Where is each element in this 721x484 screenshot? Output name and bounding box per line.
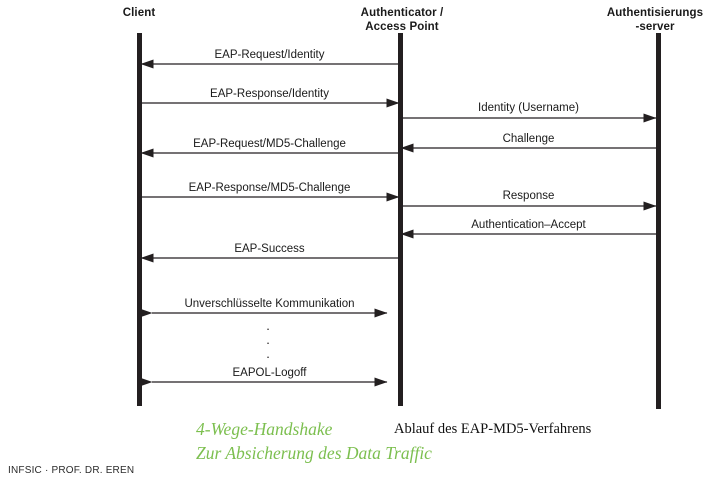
message-label-response: Response xyxy=(502,190,555,202)
message-label-eap-request-md5-challenge: EAP-Request/MD5-Challenge xyxy=(193,138,346,150)
ellipsis-dot: · xyxy=(265,349,271,364)
ellipsis-dots: · · · xyxy=(250,322,286,364)
message-label-identity-username: Identity (Username) xyxy=(478,102,579,114)
caption-handshake-line2: Zur Absicherung des Data Traffic xyxy=(196,443,432,463)
actor-header-client: Client xyxy=(122,7,156,19)
message-label-eap-request-identity: EAP-Request/Identity xyxy=(214,49,325,61)
actor-header-authenticator: Authenticator / Access Point xyxy=(360,7,444,33)
lifeline-authentication-server xyxy=(656,33,661,409)
message-label-unverschluesselte-kommunikation: Unverschlüsselte Kommunikation xyxy=(184,298,355,310)
footer-attribution: INFSIC · PROF. DR. EREN xyxy=(8,465,135,476)
message-label-eap-response-identity: EAP-Response/Identity xyxy=(210,88,329,100)
lifeline-client xyxy=(137,33,142,406)
message-label-eap-success: EAP-Success xyxy=(234,243,305,255)
message-label-eapol-logoff: EAPOL-Logoff xyxy=(232,367,307,379)
message-label-challenge: Challenge xyxy=(502,133,555,145)
message-label-eap-response-md5-challenge: EAP-Response/MD5-Challenge xyxy=(188,182,351,194)
ellipsis-dot: · xyxy=(265,321,271,336)
lifeline-authenticator xyxy=(398,33,403,406)
message-label-authentication-accept: Authentication–Accept xyxy=(471,219,586,231)
ellipsis-dot: · xyxy=(265,335,271,350)
actor-header-authentication-server: Authentisierungs -server xyxy=(606,7,704,33)
diagram-caption: Ablauf des EAP-MD5-Verfahrens xyxy=(394,421,592,437)
caption-handshake-line1: 4-Wege-Handshake xyxy=(196,419,333,439)
